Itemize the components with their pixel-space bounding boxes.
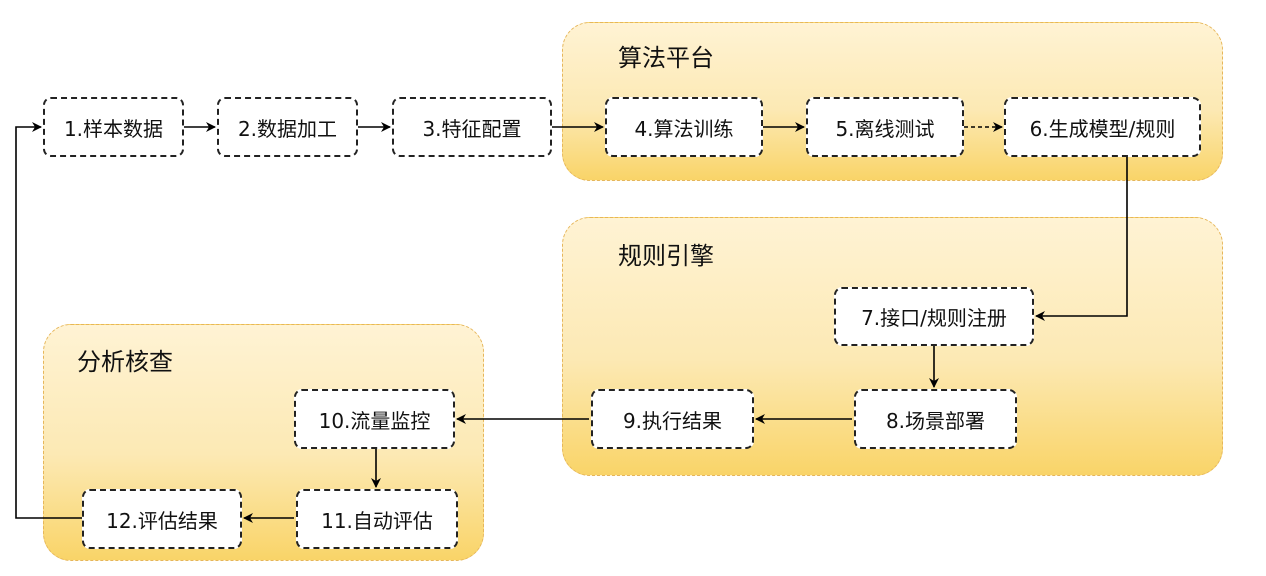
node-generate-model[interactable]: 6.生成模型/规则 <box>1004 97 1201 157</box>
group-title-algo-platform: 算法平台 <box>618 44 714 72</box>
node-interface-register[interactable]: 7.接口/规则注册 <box>834 287 1034 346</box>
node-sample-data[interactable]: 1.样本数据 <box>43 97 184 157</box>
group-title-rule-engine: 规则引擎 <box>618 242 714 270</box>
node-scene-deploy[interactable]: 8.场景部署 <box>854 389 1017 449</box>
node-offline-test[interactable]: 5.离线测试 <box>806 97 964 157</box>
group-title-analysis: 分析核查 <box>77 348 173 376</box>
node-execution-result[interactable]: 9.执行结果 <box>591 389 754 449</box>
node-feature-config[interactable]: 3.特征配置 <box>392 97 552 157</box>
node-traffic-monitor[interactable]: 10.流量监控 <box>294 389 455 449</box>
node-auto-evaluation[interactable]: 11.自动评估 <box>296 489 458 549</box>
node-evaluation-result[interactable]: 12.评估结果 <box>82 489 242 549</box>
node-algorithm-training[interactable]: 4.算法训练 <box>605 97 763 157</box>
edge-6-7 <box>1035 157 1128 321</box>
node-data-processing[interactable]: 2.数据加工 <box>217 97 358 157</box>
edge-12-1 <box>15 122 82 519</box>
